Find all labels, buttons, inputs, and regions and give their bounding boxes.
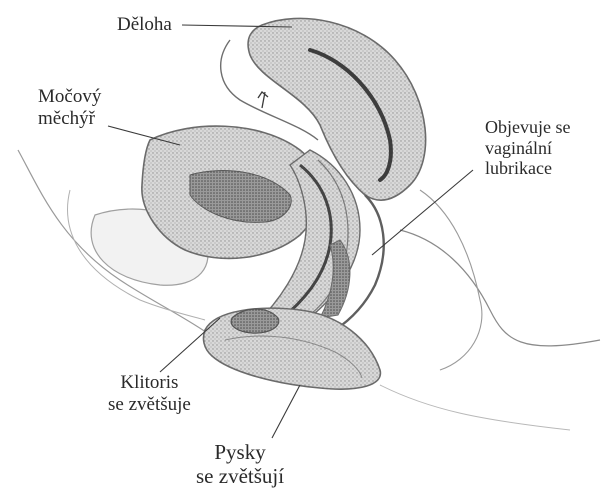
label-lubrication-line-3: lubrikace <box>485 158 570 179</box>
label-uterus-text: Děloha <box>117 14 172 36</box>
label-lubrication: Objevuje se vaginální lubrikace <box>485 117 570 179</box>
label-lubrication-line-2: vaginální <box>485 138 570 159</box>
label-bladder-line-2: měchýř <box>38 108 101 130</box>
uterus-raise-arrow <box>258 92 268 108</box>
label-bladder-line-1: Močový <box>38 86 101 108</box>
label-clitoris-line-1: Klitoris <box>108 372 191 394</box>
leg-lower-outline <box>380 385 570 430</box>
label-clitoris-line-2: se zvětšuje <box>108 394 191 416</box>
leader-labia <box>272 385 300 438</box>
buttock-outline <box>420 190 482 370</box>
label-clitoris: Klitoris se zvětšuje <box>108 372 191 416</box>
label-labia: Pysky se zvětšují <box>196 440 284 488</box>
thigh-outline <box>400 230 600 346</box>
label-labia-line-2: se zvětšují <box>196 464 284 488</box>
label-uterus: Děloha <box>117 14 172 36</box>
labia <box>203 308 380 389</box>
label-lubrication-line-1: Objevuje se <box>485 117 570 138</box>
label-labia-line-1: Pysky <box>196 440 284 464</box>
label-bladder: Močový měchýř <box>38 86 101 130</box>
